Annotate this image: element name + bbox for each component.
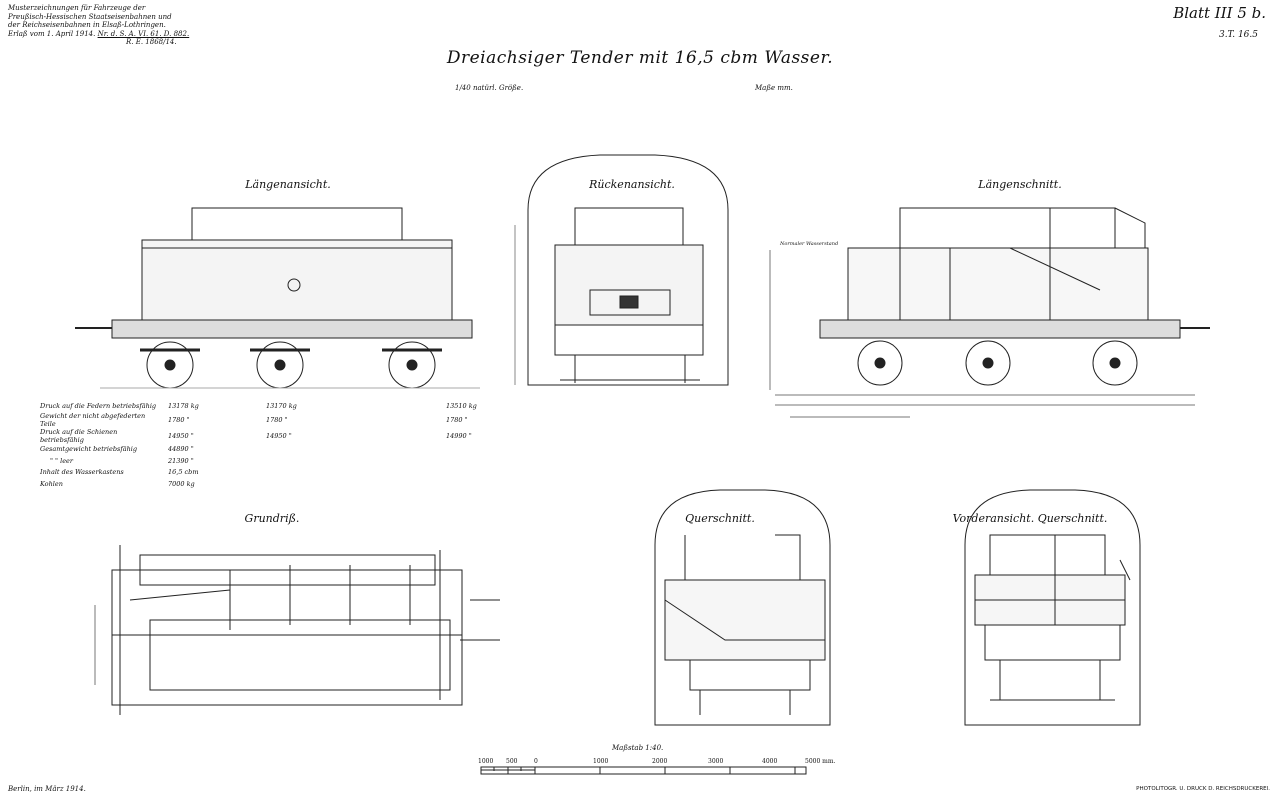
water-level-annotation: Normaler Wasserstand (780, 241, 839, 247)
frame (111, 319, 473, 339)
scale-title: Maßstab 1:40. (612, 744, 664, 752)
axle3-value: 13510 kg (446, 401, 477, 410)
scale-tick: 3000 (708, 758, 724, 765)
table-row: " " leer 21390 " (36, 455, 481, 467)
long-section-drawing (769, 207, 1210, 418)
row-label: Gesamtgewicht betriebsfähig (40, 445, 138, 454)
axle1-value: 16,5 cbm (168, 468, 199, 477)
sheet-label: Blatt III 5 b. (1173, 4, 1266, 22)
header-line: Musterzeichnungen für Fahrzeuge der (8, 4, 146, 12)
coal-bunker (191, 207, 403, 241)
scale-tick: 5000 mm. (805, 758, 836, 765)
header-reference2: R. E. 1868/14. (126, 38, 177, 46)
plan-drawing (94, 545, 500, 715)
axle3-value: 1780 " (446, 415, 468, 424)
axle1-value: 44890 " (168, 445, 194, 454)
row-label: Kohlen (40, 479, 63, 488)
row-label: Druck auf die Schienen betriebsfähig (40, 427, 118, 444)
scale-tick: 0 (534, 758, 538, 765)
axle2-value: 1780 " (266, 415, 288, 424)
drawing-title: Dreiachsiger Tender mit 16,5 cbm Wasser. (446, 48, 834, 68)
view-label-plan: Grundriß. (244, 512, 300, 525)
wheels (146, 341, 436, 389)
view-label-front-cross: Vorderansicht. Querschnitt. (952, 512, 1108, 525)
view-label-section: Längenschnitt. (978, 178, 1062, 191)
view-label-side: Längenansicht. (245, 178, 331, 191)
axle2-value: 13170 kg (266, 401, 297, 410)
footer-printer: PHOTOLITOGR. U. DRUCK D. REICHSDRUCKEREI… (1136, 786, 1270, 792)
axle1-value: 13178 kg (168, 401, 199, 410)
cross-section-drawing (654, 489, 831, 726)
row-label: Inhalt des Wasserkastens (40, 468, 124, 477)
weights-table: Druck auf die Federn betriebsfähig 13178 … (36, 400, 481, 490)
axle1-value: 21390 " (168, 456, 194, 465)
row-label: " " leer (50, 456, 73, 465)
axle2-value: 14950 " (266, 431, 292, 440)
view-label-cross: Querschnitt. (685, 512, 755, 525)
scale-bar-graphic (480, 766, 807, 775)
side-view-drawing (75, 207, 480, 389)
scale-tick: 4000 (762, 758, 778, 765)
front-cross-drawing (964, 489, 1141, 726)
table-row: Druck auf die Federn betriebsfähig 13178 … (36, 400, 481, 412)
header-line: Preußisch-Hessischen Staatseisenbahnen u… (8, 12, 172, 21)
header-note: Musterzeichnungen für Fahrzeuge der Preu… (8, 4, 189, 47)
loading-gauge (527, 154, 729, 386)
header-reference: Nr. d. S. A. VI. 61. D. 882. (97, 29, 190, 38)
view-label-rear: Rückenansicht. (589, 178, 675, 191)
axle3-value: 14990 " (446, 431, 472, 440)
scale-tick: 500 (506, 758, 518, 765)
units-note: Maße mm. (755, 84, 793, 92)
scale-tick: 2000 (652, 758, 668, 765)
table-row: Inhalt des Wasserkastens 16,5 cbm (36, 467, 481, 479)
scale-tick: 1000 (593, 758, 609, 765)
table-row: Druck auf die Schienen betriebsfähig 1495… (36, 428, 481, 444)
table-row: Gesamtgewicht betriebsfähig 44890 " (36, 444, 481, 456)
sheet-code: 3.T. 16.5 (1218, 30, 1258, 40)
table-row: Kohlen 7000 kg (36, 478, 481, 490)
row-label: Druck auf die Federn betriebsfähig (40, 401, 157, 410)
axle1-value: 7000 kg (168, 479, 195, 488)
header-line: der Reichseisenbahnen in Elsaß-Lothringe… (8, 21, 166, 29)
scale-tick: 1000 (478, 758, 494, 765)
scale-note: 1/40 natürl. Größe. (455, 84, 524, 92)
header-line: Erlaß vom 1. April 1914. (8, 29, 96, 38)
axle1-value: 14950 " (168, 431, 194, 440)
rear-view-drawing (514, 154, 729, 386)
axle1-value: 1780 " (168, 415, 190, 424)
emblem (287, 278, 301, 292)
row-label: Gewicht der nicht abgefederten Teile (40, 411, 146, 428)
footer-place-date: Berlin, im März 1914. (8, 785, 86, 793)
table-row: Gewicht der nicht abgefederten Teile 1780… (36, 412, 481, 428)
